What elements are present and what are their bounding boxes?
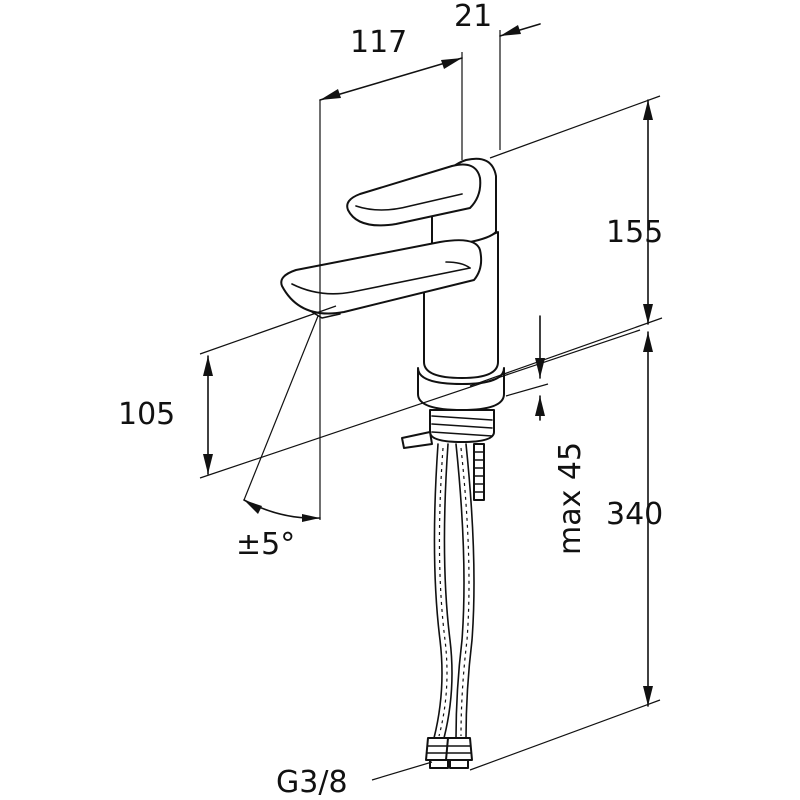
- connection-hoses: [425, 443, 475, 769]
- label-spout-reach: 117: [350, 25, 407, 60]
- label-swivel-angle: ±5°: [236, 527, 295, 562]
- extension-lines: [199, 30, 663, 771]
- faucet-body: [280, 157, 505, 501]
- label-lower-height: 340: [606, 497, 663, 532]
- dimension-labels: 117 21 155 105 ±5° max 45 340 G3/8: [118, 0, 663, 800]
- label-connection-thread: G3/8: [276, 765, 348, 800]
- label-handle-offset: 21: [454, 0, 492, 34]
- label-deck-thickness: max 45: [553, 442, 588, 555]
- dimension-lines: [203, 23, 653, 781]
- label-upper-height: 155: [606, 215, 663, 250]
- label-spout-height: 105: [118, 397, 175, 432]
